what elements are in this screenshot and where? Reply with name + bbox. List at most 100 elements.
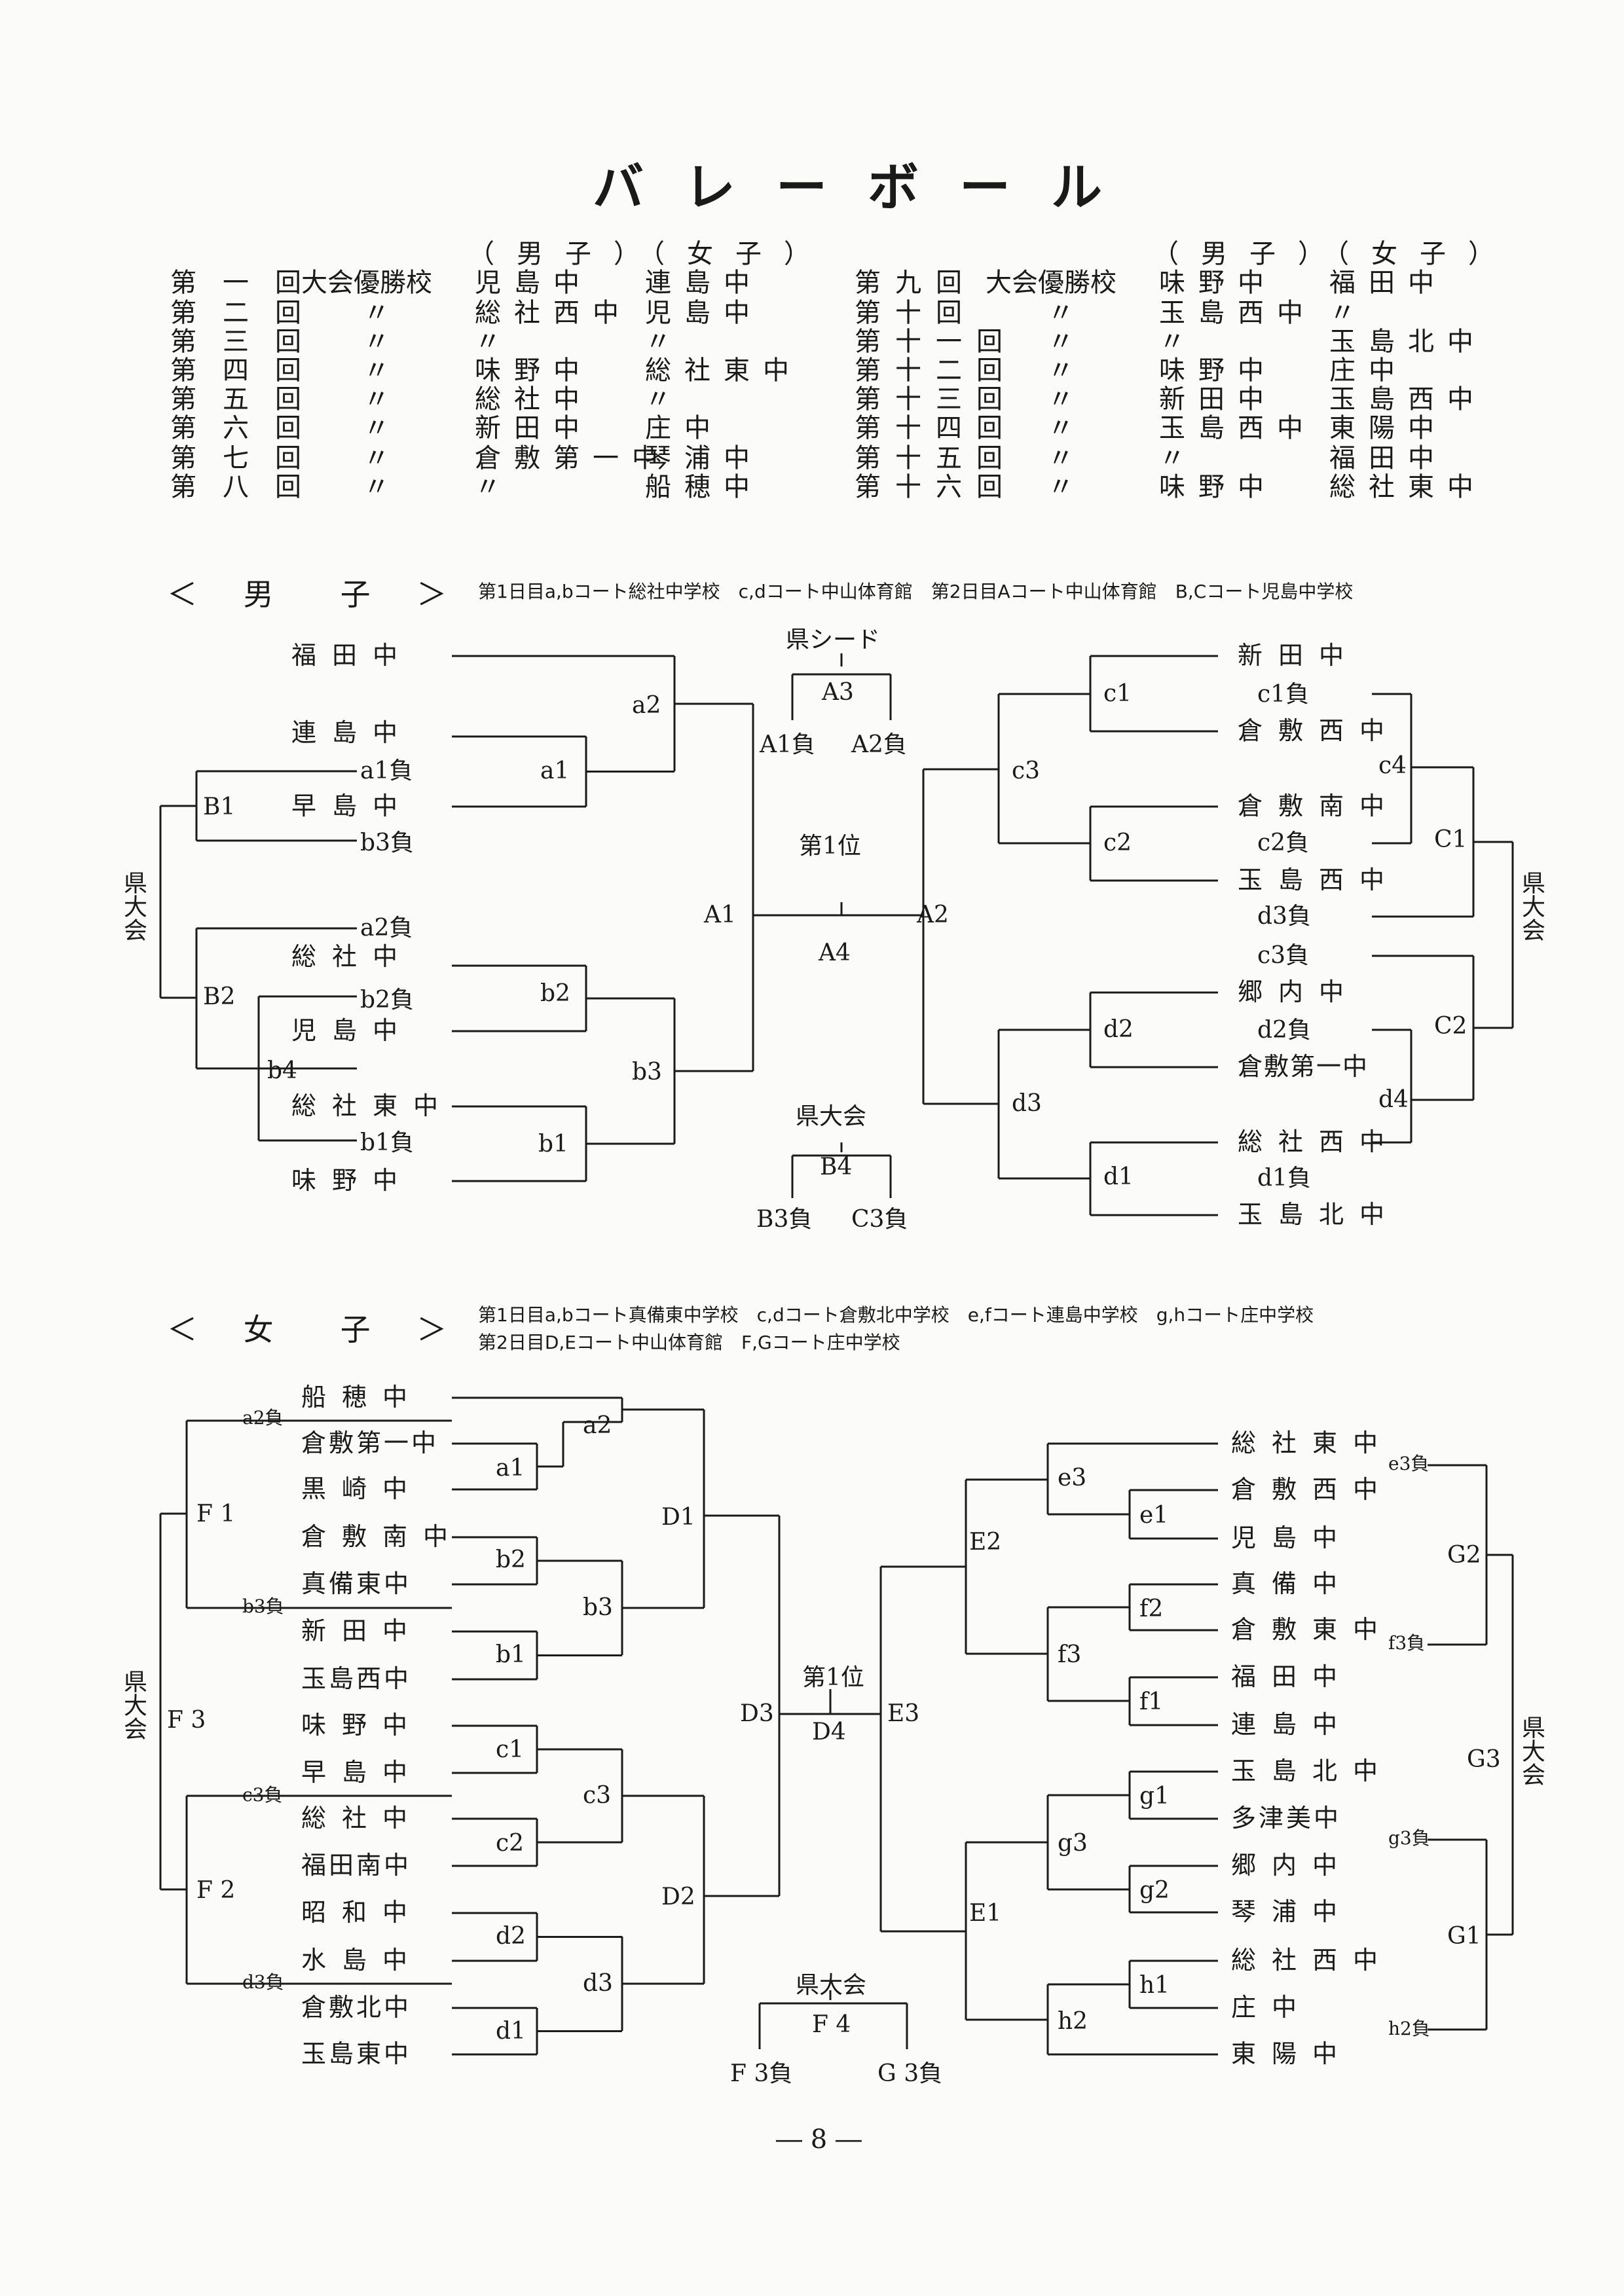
girls-team-left: 水島中 xyxy=(301,1946,424,1975)
girls-team-left: 総社中 xyxy=(301,1804,424,1832)
loser-b3: b3負 xyxy=(360,829,414,856)
label-g1: g1 xyxy=(1139,1783,1170,1810)
label-C2: C2 xyxy=(1434,1013,1467,1040)
label-G1: G1 xyxy=(1447,1923,1481,1950)
history-boys-winner: 味野中 xyxy=(475,355,593,386)
label-b1: b1 xyxy=(496,1641,526,1668)
girls-team-right: 児島中 xyxy=(1231,1523,1354,1552)
label-G3: G3 xyxy=(1467,1746,1501,1773)
girls-team-right: 倉敷西中 xyxy=(1231,1475,1394,1504)
girls-team-right: 多津美中 xyxy=(1231,1804,1342,1832)
history-girls-winner: 総社東中 xyxy=(1329,472,1486,502)
girls-team-right: 総社西中 xyxy=(1231,1946,1394,1975)
label-E2: E2 xyxy=(969,1529,1002,1556)
history-round: 第八回 xyxy=(170,472,327,502)
loser-C3: C3負 xyxy=(851,1206,908,1233)
history-boys-winner: 味野中 xyxy=(1159,472,1277,502)
label-D1: D1 xyxy=(661,1504,695,1531)
loser-f3: f3負 xyxy=(1388,1632,1426,1654)
girls-team-left: 味野中 xyxy=(301,1711,424,1740)
pref-label-right: 県大会 xyxy=(1518,1715,1545,1786)
label-f1: f1 xyxy=(1139,1688,1164,1715)
pref-label-center: 県大会 xyxy=(796,1103,867,1130)
page-title: バレーボール xyxy=(593,158,1143,217)
history-girls-winner: 児島中 xyxy=(645,298,763,328)
label-b1: b1 xyxy=(538,1131,568,1157)
history-girls-winner: 〃 xyxy=(645,384,684,414)
label-b3: b3 xyxy=(583,1594,613,1621)
history-girls-winner: 玉島西中 xyxy=(1329,384,1486,414)
girls-team-right: 庄中 xyxy=(1231,1993,1313,2022)
label-d2: d2 xyxy=(1103,1016,1134,1043)
girls-team-left: 倉敷第一中 xyxy=(301,1429,439,1457)
loser-a2: a2負 xyxy=(360,915,413,941)
boys-team-left: 早島中 xyxy=(291,792,414,820)
girls-team-right: 郷内中 xyxy=(1231,1851,1354,1880)
loser-c1: c1負 xyxy=(1257,681,1310,708)
label-c4: c4 xyxy=(1378,752,1407,779)
loser-b1: b1負 xyxy=(360,1129,414,1156)
label-c1: c1 xyxy=(496,1736,525,1763)
history-boys-winner: 新田中 xyxy=(475,413,593,443)
label-c2: c2 xyxy=(1103,829,1132,856)
history-boys-winner: 新田中 xyxy=(1159,384,1277,414)
label-h2: h2 xyxy=(1058,2008,1088,2035)
history-girls-winner: 〃 xyxy=(645,327,684,357)
history-label: 〃 xyxy=(363,384,390,414)
history-girls-winner: 福田中 xyxy=(1329,443,1447,473)
history-boys-winner: 玉島西中 xyxy=(1159,298,1316,328)
history-header-girls-left: （女子） xyxy=(638,239,832,269)
label-F2: F 2 xyxy=(196,1877,236,1904)
label-b4: b4 xyxy=(267,1057,297,1084)
girls-team-right: 玉島北中 xyxy=(1231,1757,1394,1785)
label-b2: b2 xyxy=(540,980,570,1007)
history-girls-winner: 庄中 xyxy=(1329,355,1408,386)
history-girls-winner: 総社東中 xyxy=(645,355,802,386)
boys-team-right: 玉島北中 xyxy=(1238,1200,1401,1229)
label-g3: g3 xyxy=(1058,1830,1088,1857)
label-F1: F 1 xyxy=(196,1501,236,1527)
history-round: 第七回 xyxy=(170,443,327,473)
loser-h2: h2負 xyxy=(1388,2018,1430,2039)
history-round: 第五回 xyxy=(170,384,327,414)
label-c2: c2 xyxy=(496,1830,525,1857)
loser-G3: G 3負 xyxy=(877,2060,943,2087)
boys-team-left: 児島中 xyxy=(291,1016,414,1045)
history-round: 第四回 xyxy=(170,355,327,386)
boys-team-left: 連島中 xyxy=(291,718,414,747)
girls-team-left: 倉敷南中 xyxy=(301,1522,464,1551)
history-label: 〃 xyxy=(363,472,390,502)
loser-b3: b3負 xyxy=(242,1595,284,1617)
label-b2: b2 xyxy=(496,1546,526,1573)
label-a2: a2 xyxy=(583,1412,612,1439)
page-number: ― 8 ― xyxy=(776,2124,862,2155)
loser-d3: d3負 xyxy=(1257,903,1311,930)
loser-d3: d3負 xyxy=(242,1971,284,1993)
history-girls-winner: 船穂中 xyxy=(645,472,763,502)
loser-c3: c3負 xyxy=(242,1784,283,1806)
history-boys-winner: 〃 xyxy=(1159,443,1198,473)
history-label: 〃 xyxy=(1048,355,1074,386)
label-C1: C1 xyxy=(1434,826,1467,853)
history-girls-winner: 福田中 xyxy=(1329,268,1447,298)
label-c1: c1 xyxy=(1103,680,1132,707)
label-f3: f3 xyxy=(1058,1641,1082,1668)
history-round: 第九回 xyxy=(855,268,976,298)
loser-d2: d2負 xyxy=(1257,1017,1311,1044)
history-boys-winner: 味野中 xyxy=(1159,355,1277,386)
label-d3: d3 xyxy=(1012,1090,1042,1117)
history-girls-winner: 玉島北中 xyxy=(1329,327,1486,357)
history-boys-winner: 〃 xyxy=(475,327,514,357)
boys-venue-note: 第1日目a,bコート総社中学校 c,dコート中山体育館 第2日目Aコート中山体育… xyxy=(478,581,1354,602)
boys-team-right: 郷内中 xyxy=(1238,977,1360,1006)
girls-team-right: 真備中 xyxy=(1231,1569,1354,1598)
label-A2: A2 xyxy=(917,902,949,928)
girls-team-right: 東陽中 xyxy=(1231,2039,1354,2068)
label-B2: B2 xyxy=(203,983,236,1010)
label-g2: g2 xyxy=(1139,1877,1170,1904)
label-G2: G2 xyxy=(1447,1542,1481,1569)
boys-team-left: 福田中 xyxy=(291,641,414,670)
